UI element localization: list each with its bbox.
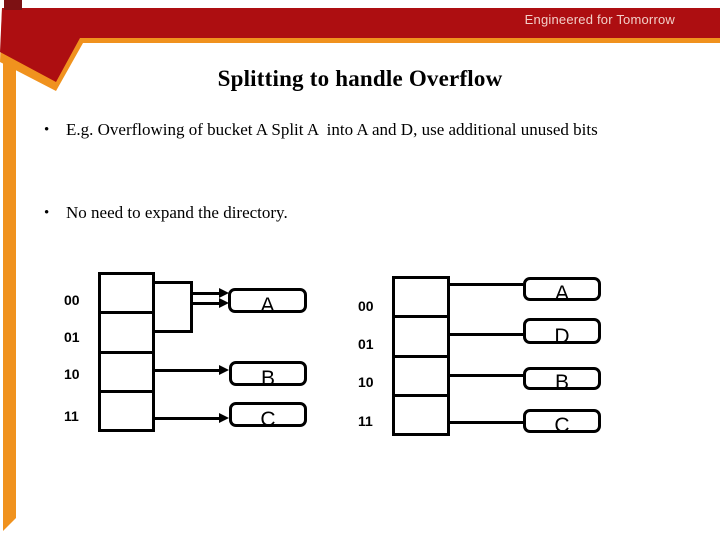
connector-line bbox=[450, 421, 523, 424]
bracket-top-line bbox=[155, 281, 193, 284]
bucket-box: B bbox=[229, 361, 307, 390]
connector-line bbox=[450, 333, 523, 336]
directory-box bbox=[98, 272, 155, 432]
directory-cell bbox=[395, 279, 447, 319]
bucket-label: B bbox=[554, 371, 569, 394]
connector-line bbox=[450, 283, 523, 286]
connector-line bbox=[155, 369, 220, 372]
arrowhead bbox=[219, 365, 229, 375]
bucket-box: D bbox=[523, 318, 601, 348]
slide-title: Splitting to handle Overflow bbox=[217, 66, 503, 91]
bullet-item: • No need to expand the directory. bbox=[44, 194, 626, 232]
arrowhead bbox=[219, 298, 229, 308]
directory-label: 01 bbox=[64, 329, 80, 345]
bullet-item: • E.g. Overflowing of bucket A Split A i… bbox=[44, 111, 626, 149]
directory-label: 00 bbox=[358, 298, 374, 314]
connector-line bbox=[450, 374, 523, 377]
arrowhead bbox=[219, 288, 229, 298]
connector-line bbox=[155, 417, 220, 420]
bucket-label: C bbox=[260, 408, 276, 431]
bucket-label: D bbox=[554, 325, 570, 348]
connector-line bbox=[192, 302, 220, 305]
bucket-box: C bbox=[229, 402, 307, 431]
directory-label: 11 bbox=[64, 408, 79, 424]
bucket-label: B bbox=[260, 367, 275, 390]
bullet-text: E.g. Overflowing of bucket A Split A int… bbox=[66, 120, 598, 139]
directory-label: 10 bbox=[64, 366, 80, 382]
directory-cell bbox=[101, 393, 152, 429]
directory-label: 10 bbox=[358, 374, 374, 390]
left-accent-bar bbox=[3, 42, 16, 531]
directory-box bbox=[392, 276, 450, 436]
bucket-label: C bbox=[554, 414, 570, 437]
arrowhead bbox=[219, 413, 229, 423]
directory-label: 11 bbox=[358, 413, 373, 429]
connector-line bbox=[192, 292, 220, 295]
bucket-box: B bbox=[523, 367, 601, 394]
directory-cell bbox=[395, 358, 447, 397]
directory-label: 00 bbox=[64, 292, 80, 308]
directory-cell bbox=[395, 318, 447, 358]
directory-cell bbox=[101, 314, 152, 354]
bullet-marker: • bbox=[44, 205, 50, 221]
bucket-label: A bbox=[554, 282, 569, 305]
directory-label: 01 bbox=[358, 336, 374, 352]
directory-cell bbox=[101, 275, 152, 315]
directory-cell bbox=[101, 354, 152, 393]
bracket-bottom-line bbox=[155, 330, 193, 333]
bucket-box: C bbox=[523, 409, 601, 437]
bucket-box: A bbox=[523, 277, 601, 305]
bullet-text: No need to expand the directory. bbox=[66, 203, 288, 222]
bucket-box: A bbox=[228, 288, 307, 317]
bullet-marker: • bbox=[44, 122, 50, 138]
banner-fold-tab bbox=[4, 0, 22, 10]
bracket-vertical-line bbox=[190, 281, 193, 333]
header-tagline: Engineered for Tomorrow bbox=[524, 12, 675, 27]
directory-cell bbox=[395, 397, 447, 433]
bucket-label: A bbox=[260, 294, 275, 317]
